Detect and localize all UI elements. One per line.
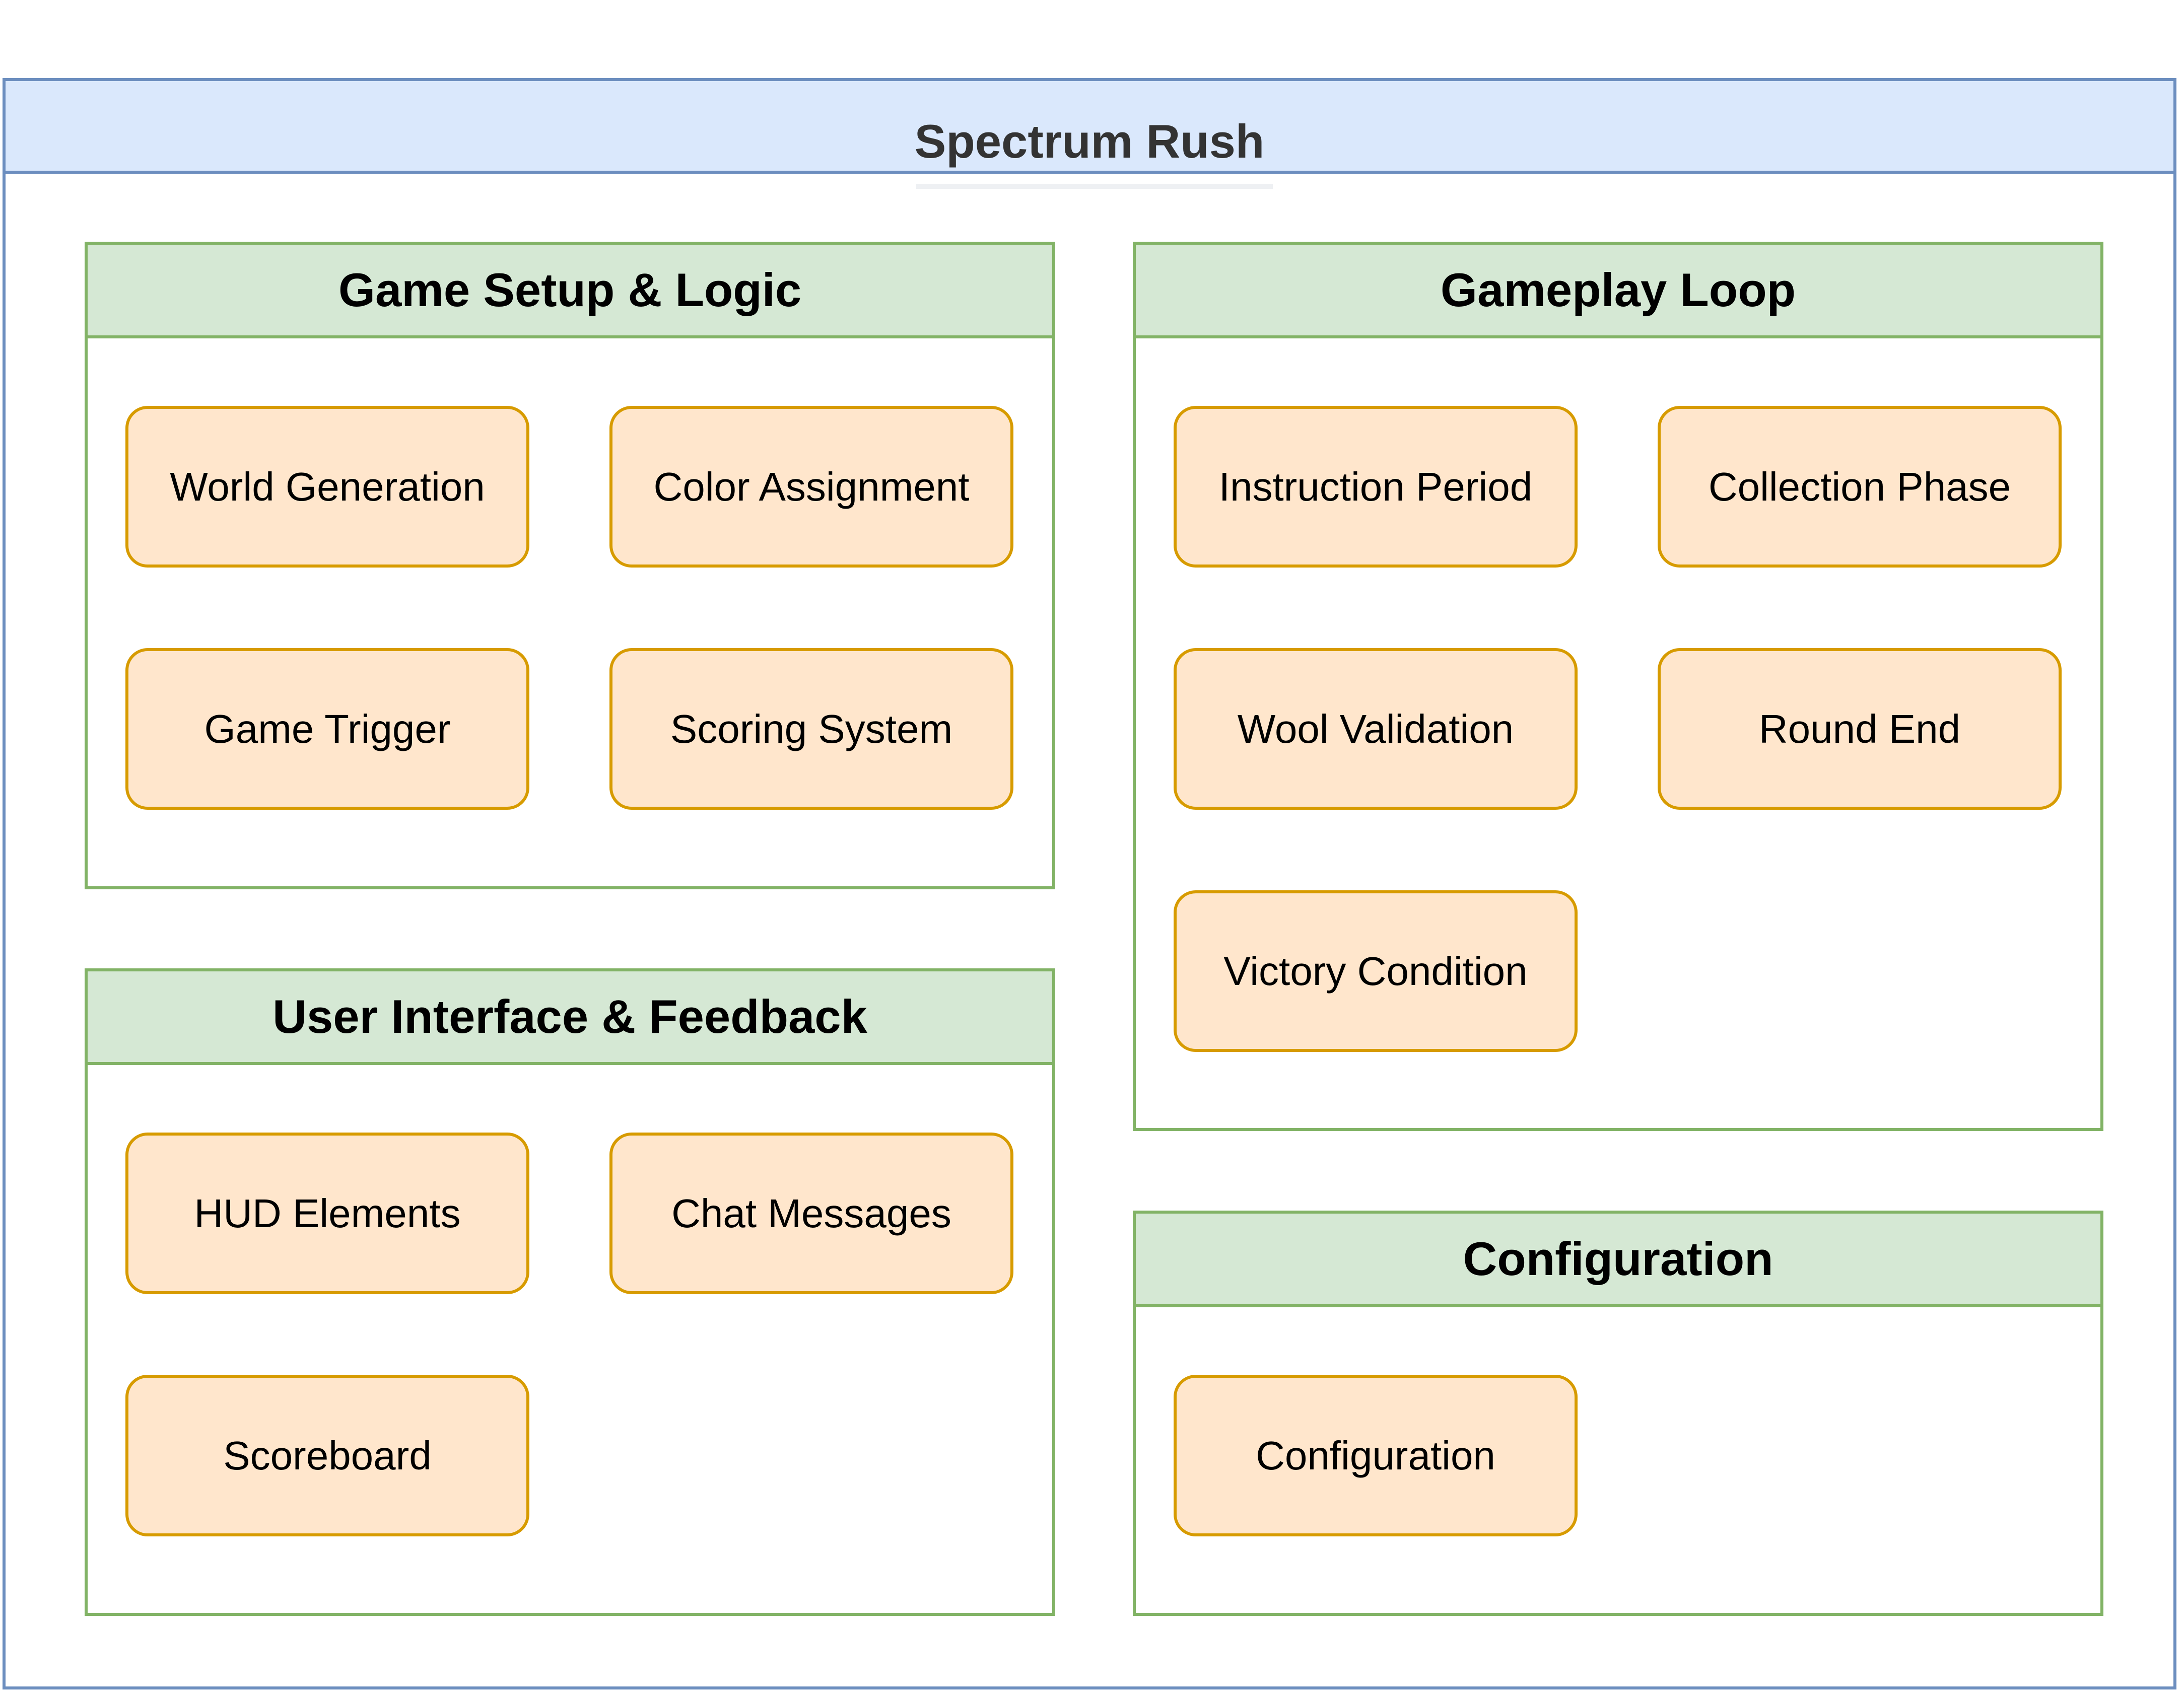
node-game-trigger[interactable]: Game Trigger: [125, 648, 529, 810]
group-header: Configuration: [1136, 1214, 2100, 1307]
node-chat-messages[interactable]: Chat Messages: [609, 1133, 1013, 1294]
node-victory-condition[interactable]: Victory Condition: [1174, 890, 1578, 1052]
node-label: World Generation: [170, 464, 485, 509]
node-scoreboard[interactable]: Scoreboard: [125, 1375, 529, 1536]
group-title: Configuration: [1463, 1232, 1773, 1285]
node-color-assignment[interactable]: Color Assignment: [609, 406, 1013, 568]
group-user-interface-feedback: User Interface & Feedback HUD Elements C…: [85, 968, 1055, 1616]
node-label: Configuration: [1256, 1433, 1495, 1478]
group-header: Gameplay Loop: [1136, 245, 2100, 338]
group-gameplay-loop: Gameplay Loop Instruction Period Collect…: [1133, 242, 2103, 1131]
node-round-end[interactable]: Round End: [1658, 648, 2062, 810]
spectrum-rush-container: Spectrum Rush Game Setup & Logic World G…: [3, 78, 2176, 1689]
node-label: Instruction Period: [1218, 464, 1533, 509]
diagram-title: Spectrum Rush: [914, 115, 1265, 168]
group-game-setup-logic: Game Setup & Logic World Generation Colo…: [85, 242, 1055, 889]
node-hud-elements[interactable]: HUD Elements: [125, 1133, 529, 1294]
node-label: Chat Messages: [671, 1190, 951, 1236]
container-header: Spectrum Rush: [6, 81, 2173, 174]
node-instruction-period[interactable]: Instruction Period: [1174, 406, 1578, 568]
node-label: Scoreboard: [223, 1433, 432, 1478]
group-title: Game Setup & Logic: [338, 263, 802, 316]
node-collection-phase[interactable]: Collection Phase: [1658, 406, 2062, 568]
group-configuration: Configuration Configuration: [1133, 1211, 2103, 1616]
node-label: Round End: [1758, 706, 1961, 751]
node-scoring-system[interactable]: Scoring System: [609, 648, 1013, 810]
group-header: Game Setup & Logic: [88, 245, 1052, 338]
group-title: Gameplay Loop: [1440, 263, 1796, 316]
node-label: Scoring System: [670, 706, 953, 751]
node-label: Victory Condition: [1223, 948, 1528, 994]
node-wool-validation[interactable]: Wool Validation: [1174, 648, 1578, 810]
group-header: User Interface & Feedback: [88, 971, 1052, 1065]
node-label: HUD Elements: [194, 1190, 461, 1236]
title-underline: [916, 184, 1273, 189]
node-world-generation[interactable]: World Generation: [125, 406, 529, 568]
node-configuration[interactable]: Configuration: [1174, 1375, 1578, 1536]
node-label: Game Trigger: [204, 706, 451, 751]
node-label: Color Assignment: [653, 464, 970, 509]
node-label: Wool Validation: [1237, 706, 1514, 751]
group-title: User Interface & Feedback: [272, 990, 867, 1043]
node-label: Collection Phase: [1708, 464, 2011, 509]
